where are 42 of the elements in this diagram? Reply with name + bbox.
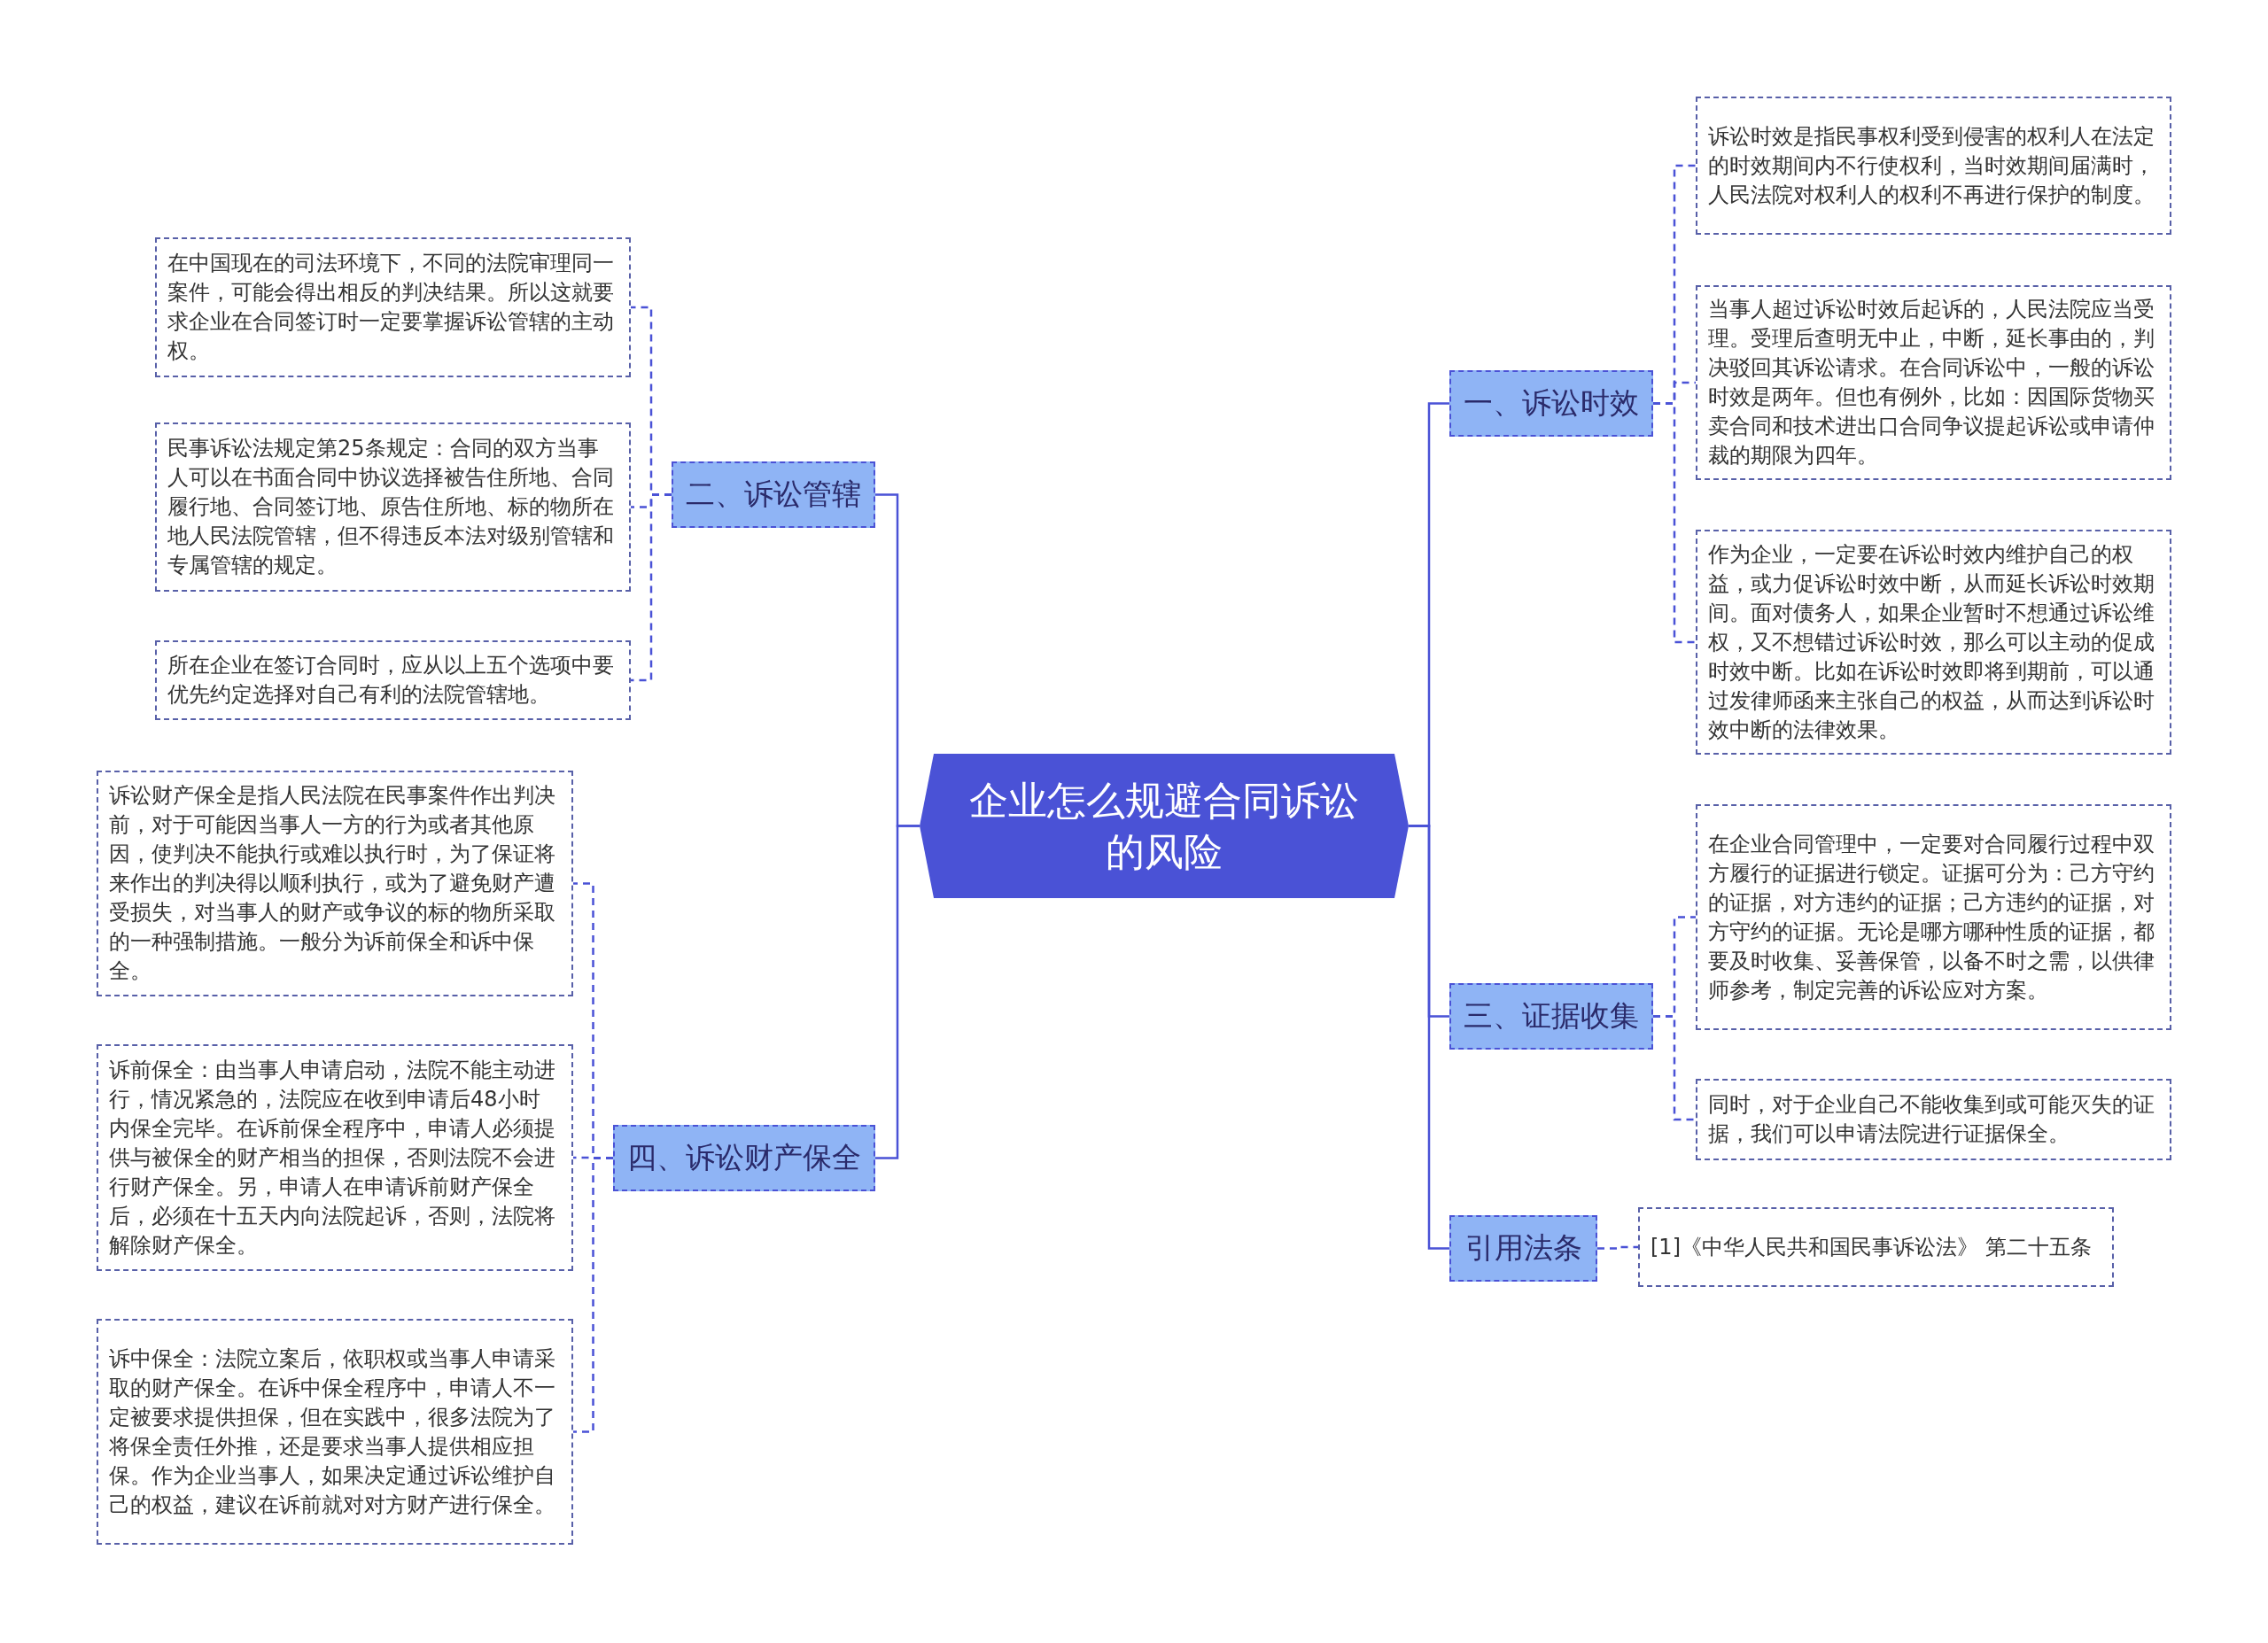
note-box [155, 422, 631, 592]
connector-line [573, 1157, 613, 1433]
note-box [97, 1319, 573, 1545]
connector-line [1653, 402, 1696, 644]
node-text: 诉前保全：由当事人申请启动，法院不能主动进行，情况紧急的，法院应在收到申请后48小时内保全完毕。在诉前保全程序中，申请人必须提供与被保全的财产相当的担保，否则法院不会进行财产保全。另，申请人在申请诉前财产保全后，必须在十五天内向法院起诉，否则，法院将解除财产保全。 [109, 1056, 556, 1259]
node-text: 所在企业在签订合同时，应从以上五个选项中要优先约定选择对自己有利的法院管辖地。 [167, 652, 615, 709]
connector-line [631, 493, 672, 682]
note-box [1696, 1079, 2171, 1160]
topic-box [613, 1125, 875, 1191]
topic-box [1449, 1215, 1597, 1282]
node-text: 民事诉讼法规定第25条规定：合同的双方当事人可以在书面合同中协议选择被告住所地、合同履行地、合同签订地、原告住所地、标的物所在地人民法院管辖，但不得违反本法对级别管辖和专属管辖的规定。 [167, 435, 615, 579]
note-box [97, 771, 573, 996]
connector-line [1653, 1015, 1696, 1121]
node-text: 作为企业，一定要在诉讼时效内维护自己的权益，或力促诉讼时效中断，从而延长诉讼时效期间。面对债务人，如果企业暂时不想通过诉讼维权，又不想错过诉讼时效，那么可以主动的促成时效中断。比如在诉讼时效即将到期前，可以通过发律师函来主张自己的权益，从而达到诉讼时效中断的法律效果。 [1708, 540, 2155, 744]
node-text: 二、诉讼管辖 [686, 476, 861, 513]
node-text: 四、诉讼财产保全 [627, 1139, 861, 1176]
node-text: 诉中保全：法院立案后，依职权或当事人申请采取的财产保全。在诉中保全程序中，申请人不一定被要求提供担保，但在实践中，很多法院为了将保全责任外推，还是要求当事人提供相应担保。作为企业当事人，如果决定通过诉讼维护自己的权益，建议在诉前就对对方财产进行保全。 [109, 1345, 556, 1519]
title-text: 企业怎么规避合同诉讼的风险 [968, 776, 1360, 876]
note-box [155, 237, 631, 377]
connector-line [875, 825, 920, 1159]
node-text: 引用法条 [1464, 1229, 1582, 1267]
node-text: 同时，对于企业自己不能收集到或可能灭失的证据，我们可以申请法院进行证据保全。 [1708, 1091, 2155, 1148]
node-text: 诉讼财产保全是指人民法院在民事案件作出判决前，对于可能因当事人一方的行为或者其他原因，使判决不能执行或难以执行时，为了保证将来作出的判决得以顺利执行，或为了避免财产遭受损失，对当事人的财产或争议的标的物所采取的一种强制措施。一般分为诉前保全和诉中保全。 [109, 782, 556, 985]
node-text: 诉讼时效是指民事权利受到侵害的权利人在法定的时效期间内不行使权利，当时效期间届满时，人民法院对权利人的权利不再进行保护的制度。 [1708, 122, 2155, 209]
topic-box [1449, 370, 1653, 437]
node-text: 一、诉讼时效 [1464, 384, 1639, 422]
node-text: 在企业合同管理中，一定要对合同履行过程中双方履行的证据进行锁定。证据可分为：己方守约的证据，对方违约的证据；己方违约的证据，对方守约的证据。无论是哪方哪种性质的证据，都要及时收集、妥善保管，以备不时之需，以供律师参考，制定完善的诉讼应对方案。 [1708, 830, 2155, 1004]
node-text: 在中国现在的司法环境下，不同的法院审理同一案件，可能会得出相反的判决结果。所以这就要求企业在合同签订时一定要掌握诉讼管辖的主动权。 [167, 250, 615, 365]
topic-box [672, 461, 875, 528]
connector-line [1597, 1245, 1638, 1250]
note-box [97, 1044, 573, 1271]
note-box [1696, 804, 2171, 1030]
connector-line [1409, 825, 1449, 1250]
note-box [155, 640, 631, 720]
note-box [1696, 285, 2171, 480]
note-box [1638, 1207, 2114, 1287]
node-text: 三、证据收集 [1464, 997, 1639, 1035]
note-box [1696, 97, 2171, 235]
node-text: [1]《中华人民共和国民事诉讼法》 第二十五条 [1651, 1233, 2092, 1261]
node-text: 当事人超过诉讼时效后起诉的，人民法院应当受理。受理后查明无中止，中断，延长事由的，判决驳回其诉讼请求。在合同诉讼中，一般的诉讼时效是两年。但也有例外，比如：因国际货物买卖合同和技术进出口合同争议提起诉讼或申请仲裁的期限为四年。 [1708, 296, 2155, 469]
central-topic [920, 754, 1409, 898]
topic-box [1449, 983, 1653, 1050]
